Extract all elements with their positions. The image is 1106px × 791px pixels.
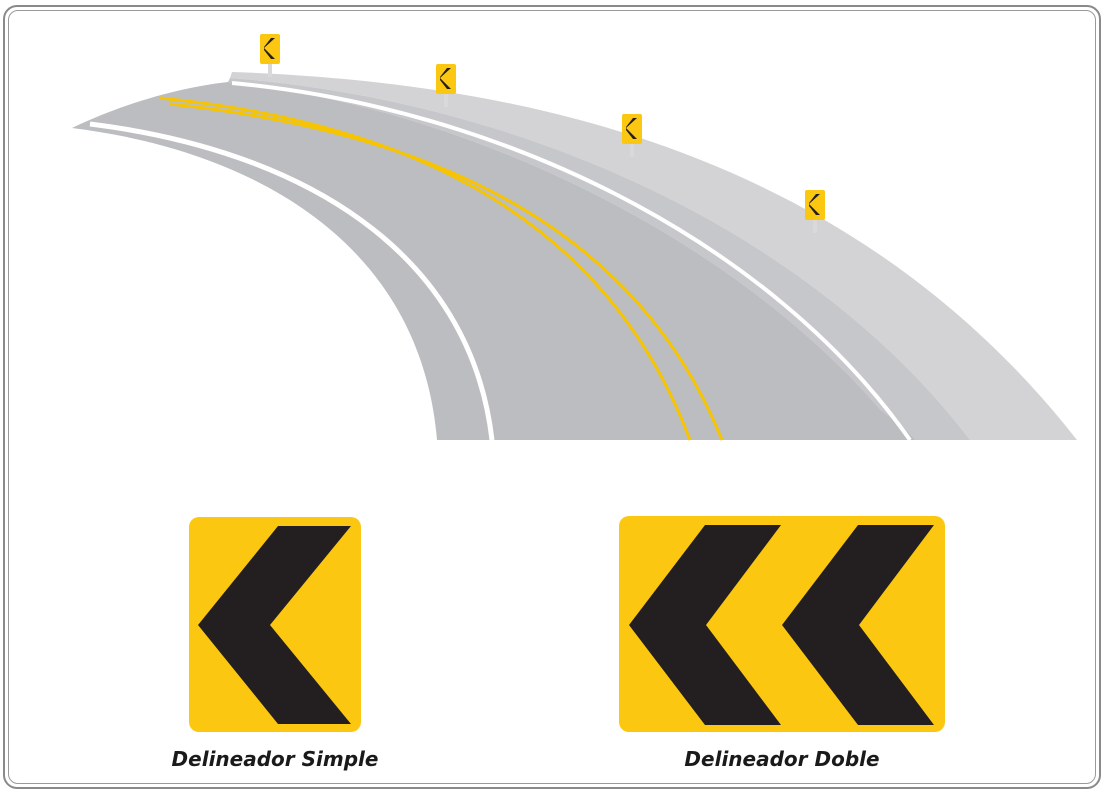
double-delineator-sign: [619, 516, 945, 732]
double-delineator-label: Delineador Doble: [684, 747, 879, 771]
single-delineator-label: Delineador Simple: [172, 747, 379, 771]
roadside-sign-1: [260, 34, 280, 77]
single-delineator-sign: [189, 517, 361, 732]
